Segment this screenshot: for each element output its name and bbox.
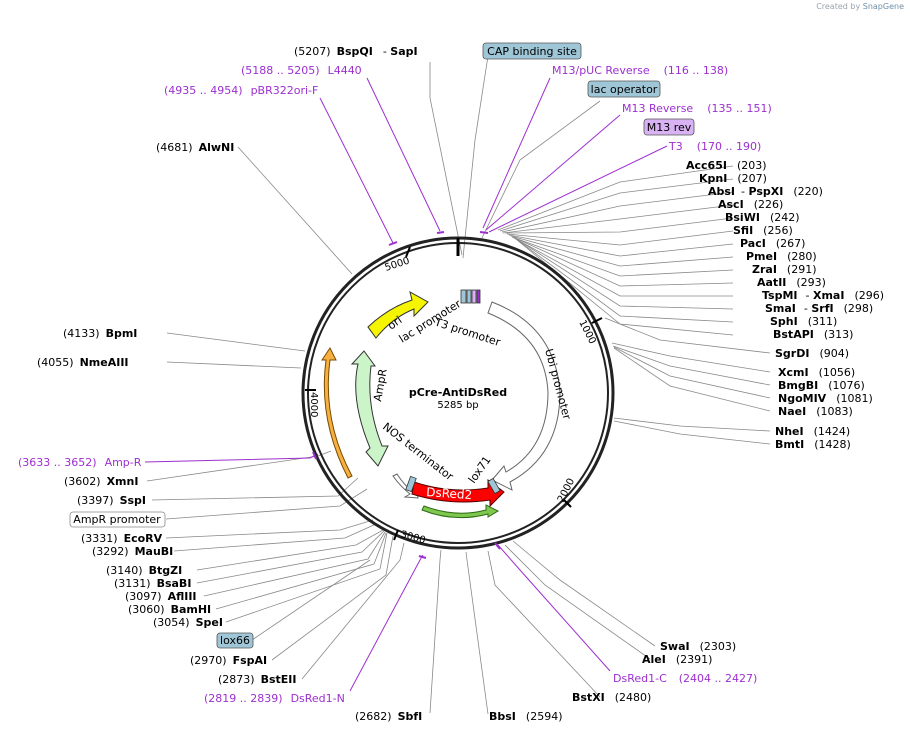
site-ngomiv: NgoMIV(1081) xyxy=(778,392,873,405)
right-enzyme-labels: Acc65I(203) KpnI(207) AbsI- PspXI(220) A… xyxy=(489,159,884,723)
site-bsteii: (2873)BstEII xyxy=(218,673,296,686)
site-nmeaiii: (4055)NmeAIII xyxy=(37,356,129,369)
primer-pbr322ori-f: (4935 .. 4954)pBR322ori-F xyxy=(164,84,318,97)
lac-operator-mark xyxy=(466,289,472,304)
ampr-label: AmpR xyxy=(371,368,390,403)
left-primer-labels: (5188 .. 5205)L4440 (4935 .. 4954)pBR322… xyxy=(18,64,362,705)
site-xcmi: XcmI(1056) xyxy=(778,366,855,379)
ori-feature xyxy=(367,291,429,339)
site-tspmi: TspMI- XmaI(296) xyxy=(762,289,884,302)
site-alei: AleI(2391) xyxy=(642,653,712,666)
site-spei: (3054)SpeI xyxy=(153,616,223,629)
primer-m13-puc-reverse: M13/pUC Reverse(116 .. 138) xyxy=(552,64,728,77)
primer-dsred1-n: (2819 .. 2839)DsRed1-N xyxy=(204,692,345,705)
site-btgzi: (3140)BtgZI xyxy=(106,564,182,577)
site-naei: NaeI(1083) xyxy=(778,405,853,418)
site-fspai: (2970)FspAI xyxy=(190,654,267,667)
site-bstxi: BstXI(2480) xyxy=(572,691,651,704)
site-bmti: BmtI(1428) xyxy=(775,438,851,451)
lox66-mark xyxy=(405,475,417,493)
site-sfii: SfiI(256) xyxy=(733,224,793,237)
site-acc65i: Acc65I(203) xyxy=(686,159,767,172)
site-zrai: ZraI(291) xyxy=(752,263,817,276)
primer-l4440: (5188 .. 5205)L4440 xyxy=(241,64,362,77)
site-swai: SwaI(2303) xyxy=(660,640,736,653)
site-bpmi: (4133)BpmI xyxy=(63,327,137,340)
leader-lines xyxy=(146,55,771,715)
site-maubi: (3292)MauBI xyxy=(92,545,173,558)
site-bspqi: (5207)BspQI- SapI xyxy=(294,45,418,58)
primer-m13-reverse: M13 Reverse(135 .. 151) xyxy=(622,102,772,115)
primer-marks xyxy=(312,231,501,559)
right-primer-labels: M13/pUC Reverse(116 .. 138) M13 Reverse(… xyxy=(552,64,772,685)
nos-terminator-feature xyxy=(392,473,419,499)
site-afliii: (3097)AflIII xyxy=(125,590,197,603)
site-ecorv: (3331)EcoRV xyxy=(81,532,163,545)
green-feature xyxy=(421,504,500,519)
m13-rev-box: M13 rev xyxy=(647,121,692,134)
tick-4000: 4000 xyxy=(308,392,319,417)
site-sphi: SphI(311) xyxy=(770,315,837,328)
primer-t3: T3(170 .. 190) xyxy=(668,140,761,153)
site-pmei: PmeI(280) xyxy=(746,250,817,263)
cap-site-mark xyxy=(460,289,467,304)
plasmid-size: 5285 bp xyxy=(437,400,478,411)
primer-amp-r: (3633 .. 3652)Amp-R xyxy=(18,456,142,469)
lox66-box: lox66 xyxy=(220,634,250,647)
site-paci: PacI(267) xyxy=(740,237,805,250)
snapgene-watermark: Created by SnapGene xyxy=(816,2,904,11)
site-kpni: KpnI(207) xyxy=(699,172,767,185)
site-alwni: (4681)AlwNI xyxy=(156,141,234,154)
primer-dsred1-c: DsRed1-C(2404 .. 2427) xyxy=(613,672,757,685)
site-bmgbi: BmgBI(1076) xyxy=(778,379,865,392)
feature-arrows xyxy=(321,289,561,519)
plasmid-name: pCre-AntiDsRed xyxy=(409,386,507,399)
site-sbfi: (2682)SbfI xyxy=(355,710,422,723)
site-nhei: NheI(1424) xyxy=(775,425,850,438)
watermark-prefix: Created by xyxy=(816,2,861,11)
tick-2000: 2000 xyxy=(556,477,577,505)
tick-5000: 5000 xyxy=(384,256,412,274)
site-asci: AscI(226) xyxy=(718,198,783,211)
site-sgrdi: SgrDI(904) xyxy=(775,347,849,360)
ubi-promoter-feature xyxy=(487,301,561,491)
cap-binding-site-box: CAP binding site xyxy=(487,45,577,58)
left-enzyme-labels: (5207)BspQI- SapI (4681)AlwNI (4133)BpmI… xyxy=(37,45,422,723)
t3-mark xyxy=(476,289,481,304)
snapgene-brand: SnapGene xyxy=(862,2,904,11)
site-bstapi: BstAPI(313) xyxy=(773,328,853,341)
site-absi: AbsI- PspXI(220) xyxy=(708,185,823,198)
lox71-mark xyxy=(487,477,501,495)
primer-leader-lines xyxy=(144,77,668,692)
lac-operator-box: lac operator xyxy=(591,83,658,96)
t3-promoter-label: T3 promoter xyxy=(432,315,502,349)
ampr-promoter-box: AmpR promoter xyxy=(73,513,161,526)
ampr-feature xyxy=(350,350,389,467)
site-bsabi: (3131)BsaBI xyxy=(114,577,191,590)
dsred2-feature xyxy=(411,479,505,508)
orange-feature xyxy=(321,347,353,479)
nos-terminator-label: NOS terminator xyxy=(380,420,456,483)
site-sspi: (3397)SspI xyxy=(77,494,146,507)
dsred2-label: DsRed2 xyxy=(426,485,473,502)
site-bsiwi: BsiWI(242) xyxy=(725,211,800,224)
site-smai: SmaI- SrfI(298) xyxy=(765,302,873,315)
m13-rev-mark xyxy=(471,289,477,304)
site-aatii: AatII(293) xyxy=(757,276,826,289)
site-bbsi: BbsI(2594) xyxy=(489,710,562,723)
site-bamhi: (3060)BamHI xyxy=(128,603,211,616)
site-xmni: (3602)XmnI xyxy=(64,475,138,488)
tick-3000: 3000 xyxy=(399,529,426,546)
